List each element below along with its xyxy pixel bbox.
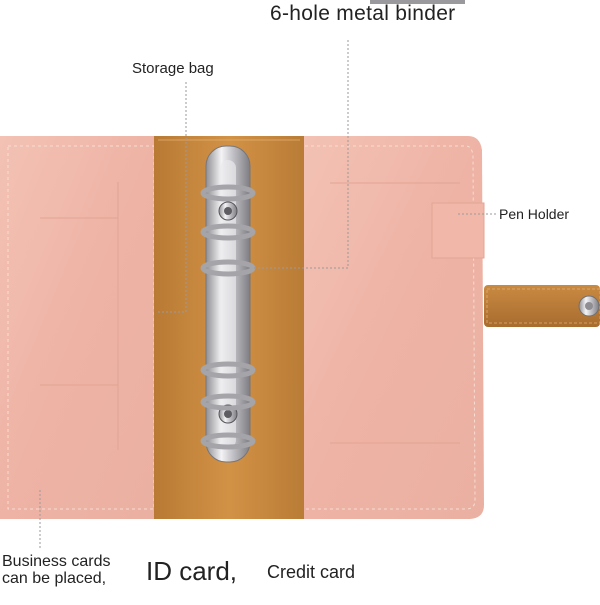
business-cards-line1: Business cards xyxy=(2,553,111,570)
snap-button-center xyxy=(585,302,593,310)
rivet-bottom-center xyxy=(224,410,232,418)
storage-bag-label: Storage bag xyxy=(132,60,214,77)
credit-card-label: Credit card xyxy=(267,562,356,582)
binder-leader xyxy=(252,40,349,269)
ring xyxy=(200,223,256,241)
strap-stitching xyxy=(486,288,600,324)
ring xyxy=(200,259,256,277)
ring xyxy=(200,184,256,202)
business-cards-label: Business cards can be placed, xyxy=(2,553,111,587)
business-cards-line2: can be placed, xyxy=(2,570,107,587)
pen-holder-label: Pen Holder xyxy=(499,206,570,222)
binder-label: 6-hole metal binder xyxy=(270,2,456,25)
id-card-label: ID card, xyxy=(146,556,238,586)
binder-preview-edge xyxy=(370,0,465,4)
rings xyxy=(200,184,256,450)
ring xyxy=(200,361,256,379)
right-stitching xyxy=(305,145,476,510)
left-stitching xyxy=(7,145,155,510)
closure-strap xyxy=(484,285,600,327)
left-cover xyxy=(0,136,158,519)
ring xyxy=(200,393,256,411)
ring xyxy=(200,432,256,450)
right-cover xyxy=(300,136,484,519)
pen-holder-tab xyxy=(431,202,485,259)
storage-bag-leader xyxy=(158,82,187,313)
rivet-top-center xyxy=(224,207,232,215)
